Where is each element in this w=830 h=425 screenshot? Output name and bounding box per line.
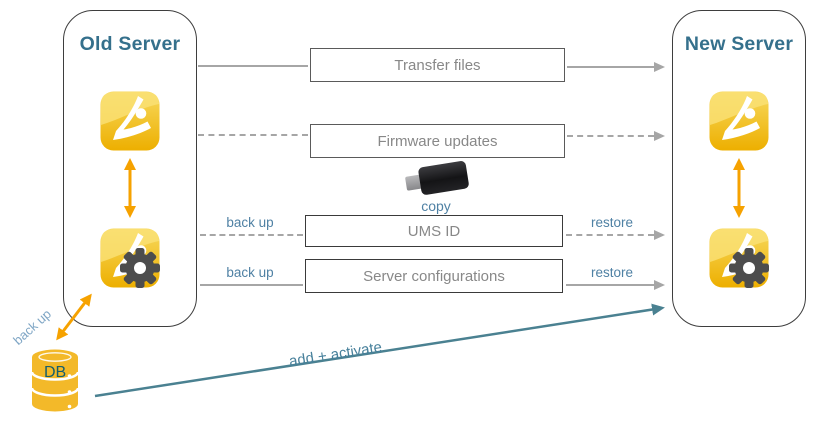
server-configurations-label: Server configurations (363, 267, 505, 285)
flow-line-transfer-left (198, 65, 308, 67)
database-icon: DB (30, 348, 80, 419)
gear-icon (120, 248, 160, 288)
ums-id-box: UMS ID (305, 215, 563, 247)
db-sync-double-arrow-icon (50, 288, 98, 351)
flow-line-umsid-right (566, 234, 654, 236)
ums-id-label: UMS ID (407, 222, 461, 240)
copy-label: copy (421, 198, 451, 214)
flow-line-serverconf-right (566, 284, 654, 286)
flow-line-umsid-left (200, 234, 303, 236)
arrowhead-icon (654, 62, 665, 72)
usb-body (417, 160, 470, 196)
old-server-title: Old Server (79, 33, 181, 55)
backup-label-umsid: back up (226, 215, 274, 230)
flow-line-firmware-left (198, 134, 308, 136)
arrowhead-icon (654, 131, 665, 141)
sync-double-arrow-icon (731, 151, 747, 230)
gear-icon (729, 248, 769, 288)
igel-config-gear-icon (100, 228, 160, 288)
flow-line-firmware-right (567, 135, 654, 137)
transfer-files-box: Transfer files (310, 48, 565, 82)
sync-double-arrow-icon (122, 151, 138, 230)
firmware-updates-label: Firmware updates (377, 132, 498, 150)
backup-label-serverconf: back up (226, 265, 274, 280)
flow-line-serverconf-left (200, 284, 303, 286)
db-label: DB (44, 364, 66, 381)
restore-label-serverconf: restore (590, 265, 634, 280)
igel-config-gear-icon (709, 228, 769, 288)
transfer-files-label: Transfer files (394, 56, 481, 74)
restore-label-umsid: restore (590, 215, 634, 230)
igel-app-icon (100, 91, 160, 151)
arrowhead-icon (654, 230, 665, 240)
new-server-title: New Server (684, 33, 794, 55)
arrowhead-icon (654, 280, 665, 290)
igel-app-icon (709, 91, 769, 151)
firmware-updates-box: Firmware updates (310, 124, 565, 158)
flow-line-transfer-right (567, 66, 654, 68)
add-activate-arrow (88, 298, 673, 409)
server-configurations-box: Server configurations (305, 259, 563, 293)
